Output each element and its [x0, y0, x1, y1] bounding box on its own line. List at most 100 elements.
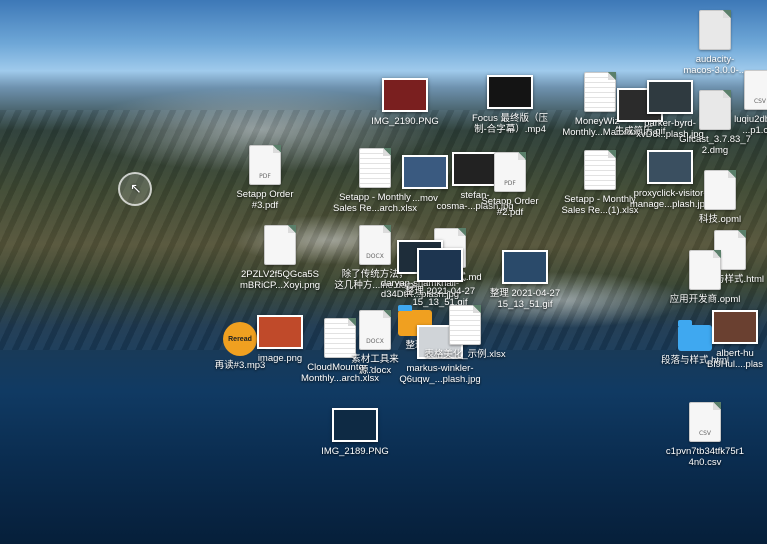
folder-icon — [678, 320, 712, 351]
mouse-cursor: ↖ — [118, 172, 152, 206]
file-thumbnail — [678, 320, 712, 351]
desktop-file-item[interactable]: CloudMounter - Monthly...arch.xlsx — [285, 318, 395, 384]
file-label: 2PZLV2f5QGca5S mBRiCP...Xoyi.png — [239, 269, 321, 291]
image-thumbnail — [647, 150, 693, 184]
file-thumbnail — [257, 315, 303, 349]
desktop-file-item[interactable]: IMG_2189.PNG — [300, 408, 410, 457]
file-label: Focus 最终版（压 制-合字幕）.mp4 — [471, 113, 548, 135]
file-thumbnail — [332, 408, 378, 442]
file-label: IMG_2189.PNG — [321, 446, 389, 457]
file-label: 应用开发商.opml — [669, 294, 741, 305]
file-label: parker-byrd- xvD8...plash.jpg — [636, 118, 704, 140]
desktop-file-item[interactable]: 科技.opml — [665, 170, 767, 225]
file-label: Gifcast_3.7.83_7 2.dmg — [679, 134, 751, 156]
file-type-tag: DOCX — [366, 338, 384, 345]
file-label: 段落与样式.html — [660, 355, 730, 366]
desktop-file-item[interactable]: Gifcast_3.7.83_7 2.dmg — [660, 90, 767, 156]
file-thumbnail — [647, 150, 693, 184]
spreadsheet-icon — [324, 318, 356, 358]
cursor-arrow-icon: ↖ — [130, 180, 142, 196]
file-thumbnail — [584, 150, 616, 190]
file-label: 生成简历.gif — [614, 126, 666, 137]
file-thumbnail — [502, 250, 548, 284]
file-label: albert-hu Bl9Hul....plas — [707, 348, 763, 370]
desktop-file-item[interactable]: ...mov — [370, 155, 480, 204]
file-thumbnail — [487, 75, 533, 109]
file-type-tag: CSV — [753, 98, 767, 105]
file-label: 除了传统方法， 这几种方...ine.docx — [334, 269, 416, 291]
desktop-file-item[interactable]: 段落与样式.html — [640, 320, 750, 366]
file-thumbnail — [417, 248, 463, 282]
file-label: 整理 — [405, 340, 425, 351]
file-thumbnail — [699, 90, 731, 130]
file-label: 再读#3.mp3 — [214, 360, 266, 371]
audio-file-tag: Reread — [228, 335, 252, 343]
desktop-file-item[interactable]: 应用开发商.opml — [650, 250, 760, 305]
file-label: luqiu2db34tf ...p1.csv — [734, 114, 767, 136]
desktop-file-item[interactable]: albert-hu Bl9Hul....plas — [680, 310, 767, 370]
file-label: 整理 2021-04-27 15_13_51.gif — [404, 286, 476, 308]
file-label: markus-winkler- Q6uqw_...plash.jpg — [399, 363, 481, 385]
desktop-file-item[interactable]: DOCX 除了传统方法， 这几种方...ine.docx — [320, 225, 430, 291]
file-thumbnail — [712, 310, 758, 344]
file-label: image.png — [257, 353, 303, 364]
file-label: Setapp - Monthly Sales Re...arch.xlsx — [333, 192, 417, 214]
desktop-file-item[interactable]: 2PZLV2f5QGca5S mBRiCP...Xoyi.png — [225, 225, 335, 291]
file-label: 段落与样式.html — [695, 274, 765, 285]
spreadsheet-icon — [584, 150, 616, 190]
desktop-file-item[interactable]: Reread 再读#3.mp3 — [185, 322, 295, 371]
desktop-file-item[interactable]: image.png — [225, 315, 335, 364]
desktop-file-item[interactable]: MoneyWiz - Monthly...Mar.xlsx — [545, 72, 655, 138]
file-thumbnail — [382, 78, 428, 112]
document-icon: PDF — [494, 152, 526, 192]
file-label: Setapp Order #2.pdf — [481, 196, 539, 218]
desktop-file-item[interactable]: audacity- macos-3.0.0-... — [660, 10, 767, 76]
file-thumbnail: DOCX — [359, 310, 391, 350]
desktop-file-item[interactable]: 整理 2021-04-27 15_13_51.gif — [385, 248, 495, 308]
file-label: proxyclick-visitor- manage...plash.jpg — [629, 188, 711, 210]
desktop-file-item[interactable]: stefan- cosma-...plash.jpg — [420, 152, 530, 212]
file-type-tag: DOCX — [366, 253, 384, 260]
file-thumbnail — [449, 305, 481, 345]
file-type-tag: PDF — [259, 173, 271, 180]
file-thumbnail — [584, 72, 616, 112]
desktop-file-item[interactable]: parker-byrd- xvD8...plash.jpg — [615, 80, 725, 140]
image-thumbnail — [712, 310, 758, 344]
disk-image-icon — [699, 90, 731, 130]
desktop-file-item[interactable]: Focus 最终版（压 制-合字幕）.mp4 — [455, 75, 565, 135]
image-thumbnail — [257, 315, 303, 349]
file-label: stefan- cosma-...plash.jpg — [436, 190, 514, 212]
file-thumbnail: CSV — [744, 70, 767, 110]
document-icon — [689, 250, 721, 290]
desktop-file-item[interactable]: 表格美化_示例.xlsx — [410, 305, 520, 360]
desktop-file-item[interactable]: PDF Setapp Order #2.pdf — [455, 152, 565, 218]
file-thumbnail — [704, 170, 736, 210]
file-thumbnail — [359, 148, 391, 188]
desktop-file-item[interactable]: proxyclick-visitor- manage...plash.jpg — [615, 150, 725, 210]
file-thumbnail — [689, 250, 721, 290]
file-label: IMG_2190.PNG — [371, 116, 439, 127]
file-type-tag: CSV — [698, 430, 712, 437]
file-thumbnail: DOCX — [359, 225, 391, 265]
file-thumbnail: Reread — [223, 322, 257, 356]
image-thumbnail — [402, 155, 448, 189]
file-thumbnail — [264, 225, 296, 265]
desktop-file-item[interactable]: Setapp - Monthly Sales Re...arch.xlsx — [320, 148, 430, 214]
file-thumbnail — [647, 80, 693, 114]
desktop-file-item[interactable]: CSV luqiu2db34tf ...p1.csv — [705, 70, 767, 136]
desktop-file-item[interactable]: 整理 2021-04-27 15_13_51.gif — [470, 250, 580, 310]
file-label: CloudMounter - Monthly...arch.xlsx — [301, 362, 379, 384]
document-icon: DOCX — [359, 310, 391, 350]
file-label: 表格美化_示例.xlsx — [424, 349, 506, 360]
desktop-file-item[interactable]: IMG_2190.PNG — [350, 78, 460, 127]
file-label: Setapp - Monthly Sales Re...(1).xlsx — [561, 194, 639, 216]
image-thumbnail — [332, 408, 378, 442]
image-thumbnail — [382, 78, 428, 112]
image-thumbnail — [487, 75, 533, 109]
document-icon: CSV — [744, 70, 767, 110]
spreadsheet-icon — [359, 148, 391, 188]
desktop-file-item[interactable]: Setapp - Monthly Sales Re...(1).xlsx — [545, 150, 655, 216]
